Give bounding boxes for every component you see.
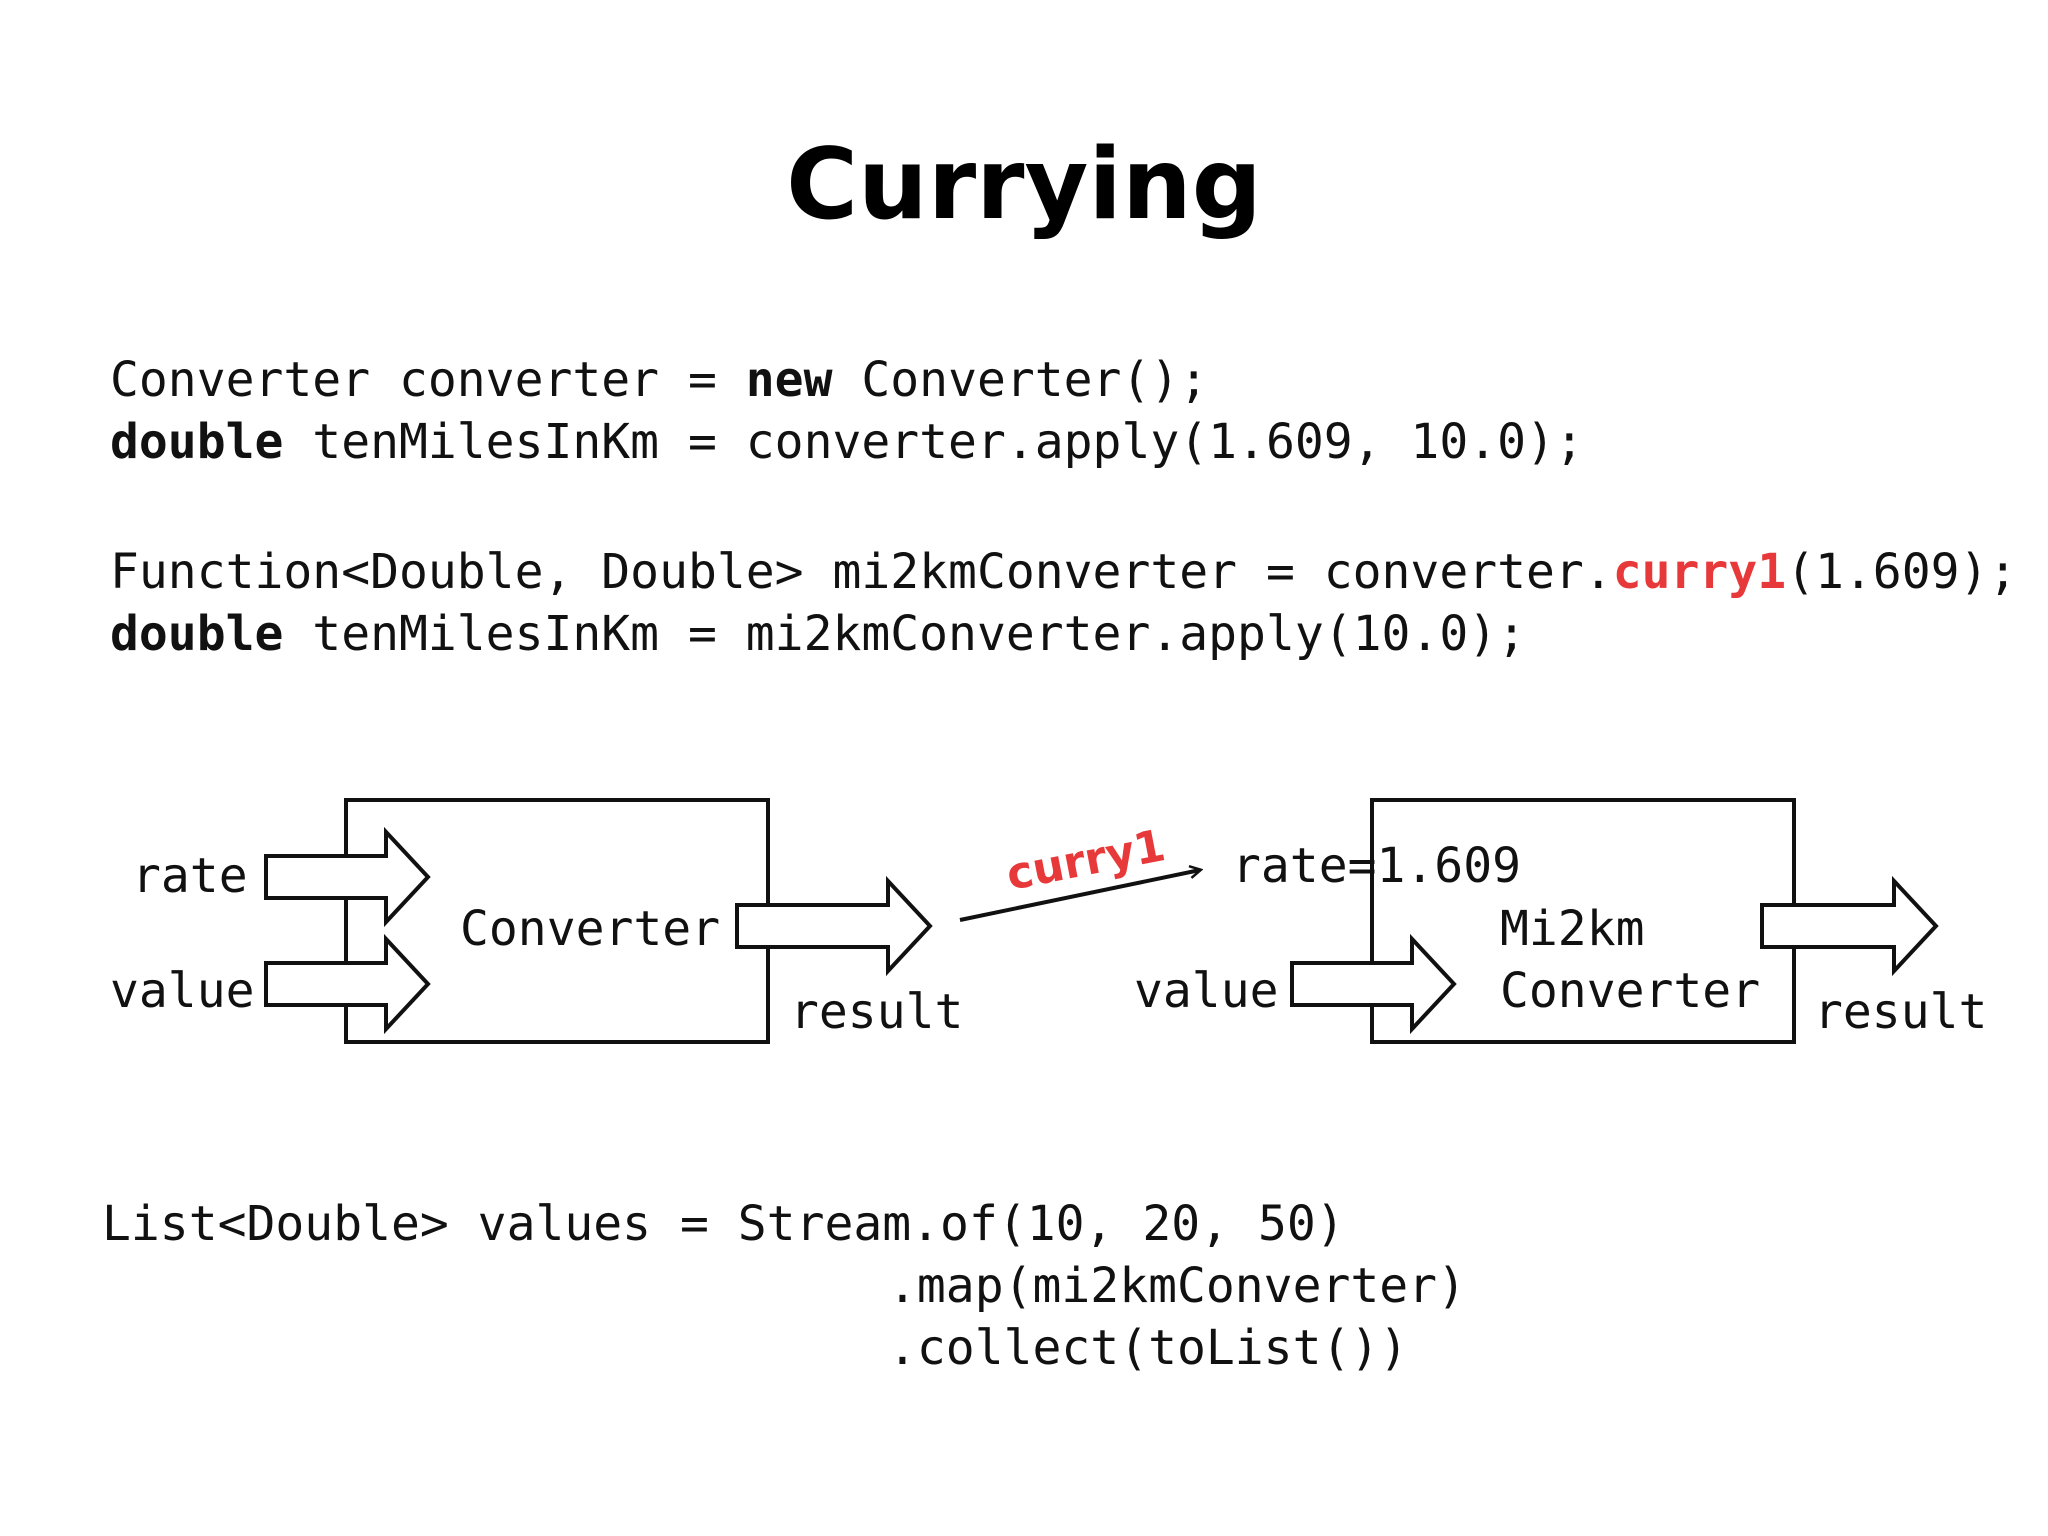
code-line-map: .map(mi2kmConverter) [888, 1258, 1466, 1314]
code-text: tenMilesInKm = converter.apply(1.609, 10… [283, 414, 1584, 470]
input-label-value: value [110, 963, 255, 1019]
output-label-result: result [790, 984, 963, 1040]
output-label-result-right: result [1814, 984, 1987, 1040]
mi2km-label-line1: Mi2km [1500, 901, 1645, 957]
mi2km-label-line2: Converter [1500, 963, 1760, 1019]
code-line-function-curry: Function<Double, Double> mi2kmConverter … [110, 548, 2017, 596]
input-label-rate: rate [132, 848, 248, 904]
code-text: Converter(); [832, 352, 1209, 408]
code-text: Function<Double, Double> mi2kmConverter … [110, 544, 1613, 600]
code-line-collect: .collect(toList()) [888, 1320, 1409, 1376]
highlight-curry1: curry1 [1612, 544, 1787, 600]
keyword-new: new [745, 352, 833, 408]
input-label-value-right: value [1134, 963, 1279, 1019]
code-text: Converter converter = [110, 352, 746, 408]
keyword-double: double [110, 606, 284, 662]
fixed-rate-label: rate=1.609 [1232, 838, 1521, 894]
converter-label: Converter [460, 901, 720, 957]
value-input-arrow [264, 933, 431, 1035]
rate-input-arrow [264, 826, 431, 928]
code-line-converter-new: Converter converter = new Converter(); [110, 356, 1208, 404]
code-line-apply: double tenMilesInKm = converter.apply(1.… [110, 418, 1584, 466]
result-output-arrow-right [1760, 875, 1939, 977]
code-line-stream-of: List<Double> values = Stream.of(10, 20, … [102, 1196, 1345, 1252]
code-text: (1.609); [1786, 544, 2018, 600]
currying-diagram: Converter rate value result curry1 Mi2km… [110, 798, 1987, 1044]
code-text: tenMilesInKm = mi2kmConverter.apply(10.0… [283, 606, 1527, 662]
value-input-arrow-right [1290, 933, 1457, 1035]
code-line-mi2km-apply: double tenMilesInKm = mi2kmConverter.app… [110, 610, 1526, 658]
curry-transition-arrow [959, 870, 1200, 922]
slide-title: Currying [786, 128, 1262, 242]
curry1-label: curry1 [1002, 820, 1169, 901]
result-output-arrow [735, 875, 933, 977]
keyword-double: double [110, 414, 284, 470]
